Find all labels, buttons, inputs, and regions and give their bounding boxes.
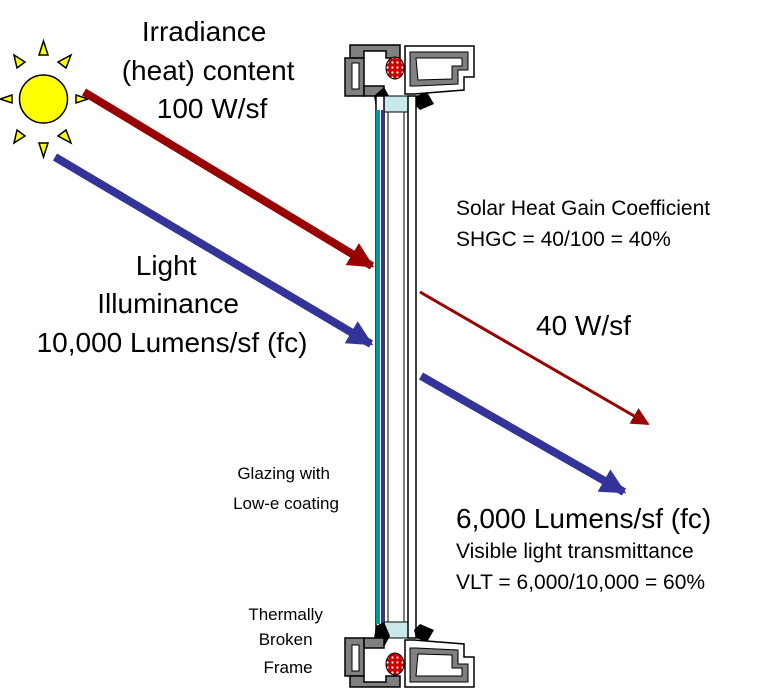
light-label: Light Illuminance 10,000 Lumens/sf (fc) [37, 250, 308, 358]
shgc-line-1: Solar Heat Gain Coefficient [456, 197, 710, 220]
glazing-line-2: Low-e coating [233, 494, 339, 513]
vlt-label: Visible light transmittance VLT = 6,000/… [456, 540, 705, 594]
bottom-gasket [385, 652, 405, 676]
transmitted-light-arrow [419, 372, 627, 496]
incoming-heat-arrow [81, 88, 375, 270]
vlt-line-1: Visible light transmittance [456, 540, 694, 563]
transmitted-heat-arrow [419, 290, 650, 426]
irradiance-label: Irradiance (heat) content 100 W/sf [122, 16, 303, 124]
vlt-line-2: VLT = 6,000/10,000 = 60% [456, 571, 705, 594]
bottom-frame [344, 622, 475, 688]
shgc-label: Solar Heat Gain Coefficient SHGC = 40/10… [456, 197, 716, 251]
light-line-3: 10,000 Lumens/sf (fc) [37, 327, 308, 358]
sun-icon [0, 38, 91, 160]
frame-line-2: Broken [259, 630, 313, 649]
glazing-label: Glazing with Low-e coating [233, 464, 339, 513]
transmitted-heat-label: 40 W/sf [536, 310, 631, 341]
irradiance-line-2: (heat) content [122, 55, 295, 86]
frame-label: Thermally Broken Frame [248, 605, 327, 677]
irradiance-line-3: 100 W/sf [157, 93, 268, 124]
frame-line-3: Frame [263, 658, 312, 677]
top-gasket [385, 56, 405, 80]
light-line-1: Light [136, 250, 197, 281]
shgc-line-2: SHGC = 40/100 = 40% [456, 228, 671, 251]
frame-line-1: Thermally [248, 605, 323, 624]
glazing-line-1: Glazing with [237, 464, 330, 483]
light-line-2: Illuminance [97, 288, 239, 319]
incoming-light-arrow [52, 153, 374, 348]
transmitted-light-label: 6,000 Lumens/sf (fc) [456, 503, 711, 534]
glazing-unit [375, 95, 417, 639]
irradiance-line-1: Irradiance [142, 16, 267, 47]
